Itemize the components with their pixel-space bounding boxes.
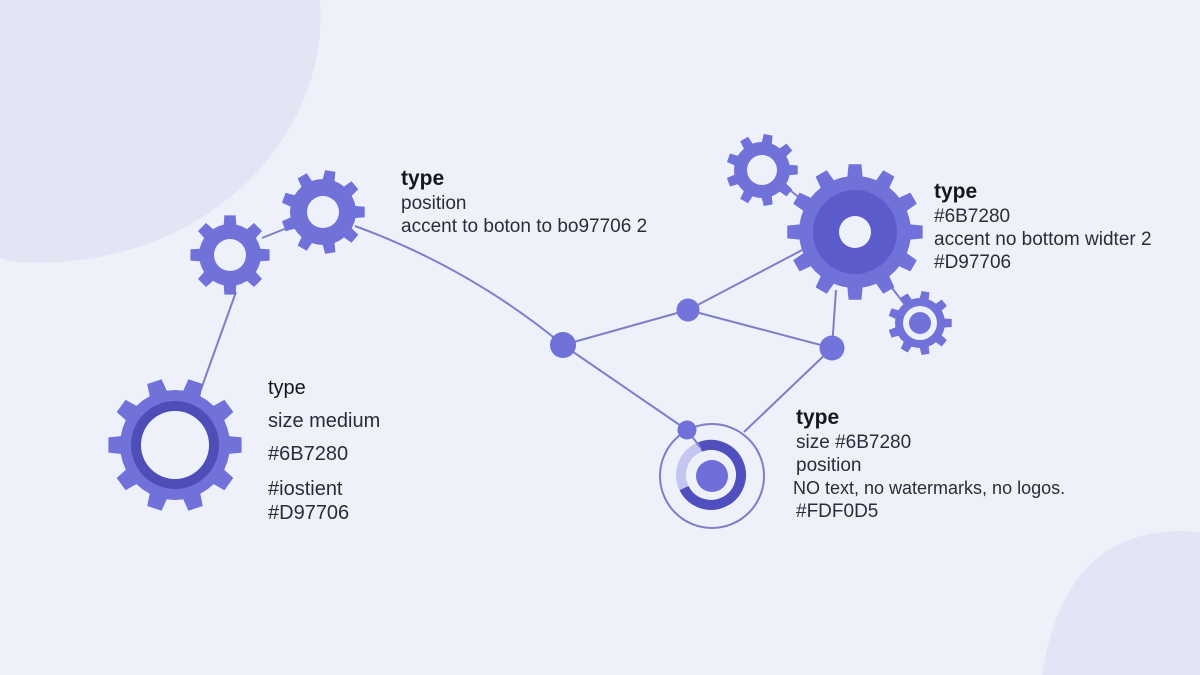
gear-icon[interactable] [726,134,798,206]
gear-icon[interactable] [787,164,923,300]
label-title: type [401,167,445,190]
annotation-label: type #6B7280 accent no bottom widter 2 #… [934,180,1152,274]
label-line: position [796,455,862,476]
target-ring-node[interactable] [659,423,765,529]
label-line: position [401,193,467,214]
label-line: #D97706 [268,502,350,524]
annotation-label: type position accent to boton to bo97706… [401,167,647,238]
background-blob-bottom-right [1042,531,1200,675]
network-node[interactable] [550,332,576,358]
label-line: size #6B7280 [796,432,912,453]
annotation-label: type size #6B7280 position NO text, no w… [793,406,1066,523]
label-line: #FDF0D5 [796,501,879,522]
label-line: accent to boton to bo97706 2 [401,216,648,237]
network-node[interactable] [819,335,845,361]
label-line: #iostient [268,478,343,500]
label-title: type [796,406,840,429]
gear-icon[interactable] [282,170,365,254]
label-title: type [934,180,978,203]
gear-icon[interactable] [108,379,242,511]
network-node[interactable] [677,420,697,440]
label-line: #6B7280 [934,206,1011,227]
label-title: type [268,377,306,399]
label-line: size medium [268,410,381,432]
network-node[interactable] [676,298,700,322]
gear-icon[interactable] [888,291,952,355]
label-line: NO text, no watermarks, no logos. [793,478,1066,498]
gear-icon[interactable] [190,215,270,295]
background-blob-top-left [0,0,321,263]
label-line: accent no bottom widter 2 [934,229,1152,250]
label-line: #6B7280 [268,443,349,465]
annotation-label: type size medium #6B7280 #iostient #D977… [268,372,380,525]
label-line: #D97706 [934,252,1012,273]
